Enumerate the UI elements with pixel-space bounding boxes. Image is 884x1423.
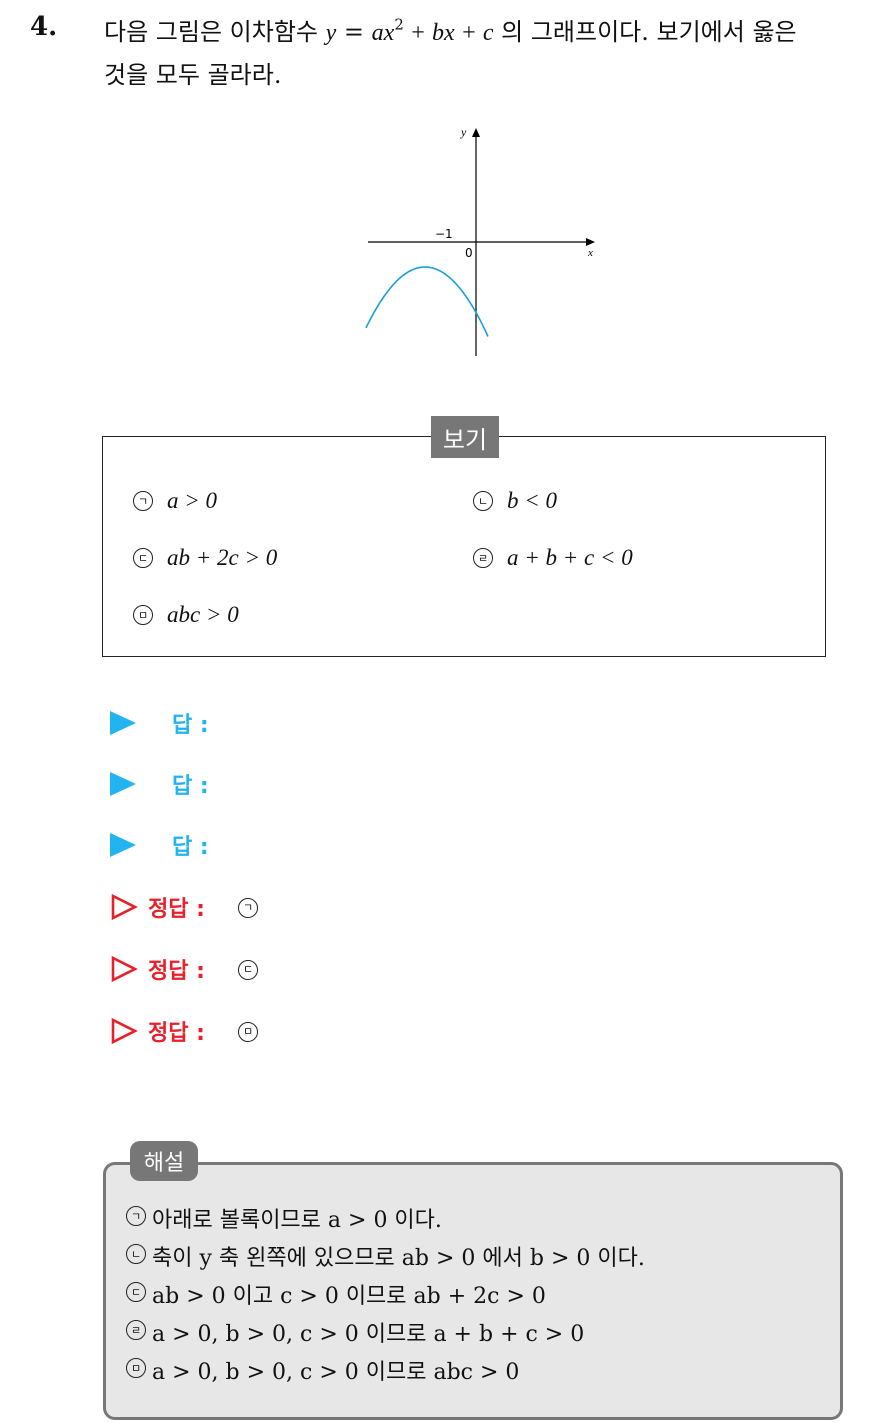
answer-label: 답 :: [172, 774, 209, 799]
x-axis-label: x: [587, 247, 593, 259]
question-text-before: 다음 그림은 이차함수: [104, 18, 318, 46]
solution-line: ㄹ a > 0, b > 0, c > 0 이므로 a + b + c > 0: [126, 1316, 584, 1348]
x-axis-arrow: [586, 238, 595, 246]
answer-label: 답 :: [172, 835, 209, 860]
y-axis-label: y: [460, 125, 467, 139]
option-text: abc > 0: [167, 602, 239, 627]
option-mark: ㄹ: [473, 548, 493, 568]
equation-rest: + bx + c: [403, 20, 494, 46]
solution-text: a > 0, b > 0, c > 0 이므로 a + b + c > 0: [152, 1322, 585, 1347]
question-text-after: 의 그래프이다. 보기에서 옳은: [501, 18, 797, 46]
option-4: ㄹ a + b + c < 0: [473, 545, 633, 571]
triangle-bullet-icon: [110, 772, 136, 796]
solution-text: 아래로 볼록이므로 a > 0 이다.: [152, 1208, 442, 1233]
solution-box: [103, 1162, 843, 1420]
option-text: a + b + c < 0: [507, 545, 633, 570]
solution-text: ab > 0 이고 c > 0 이므로 ab + 2c > 0: [152, 1284, 546, 1309]
correct-label: 정답 :: [148, 959, 205, 984]
correct-answer-row: 정답 : ㄱ: [110, 890, 258, 924]
parabola-curve: [365, 266, 489, 337]
option-1: ㄱ a > 0: [133, 488, 217, 514]
option-5: ㅁ abc > 0: [133, 602, 239, 628]
question-text-line1: 다음 그림은 이차함수 y = ax2 + bx + c 의 그래프이다. 보기…: [104, 12, 797, 47]
option-mark: ㄷ: [133, 548, 153, 568]
parabola-graph: y x 0 −1: [365, 125, 595, 356]
answer-row: 답 :: [110, 828, 209, 862]
option-mark: ㅁ: [133, 605, 153, 625]
y-axis-arrow: [472, 128, 480, 137]
outline-triangle-icon: [111, 955, 138, 983]
answer-row: 답 :: [110, 767, 209, 801]
solution-mark: ㄷ: [126, 1282, 146, 1302]
solution-mark: ㅁ: [126, 1358, 146, 1378]
equation-exponent: 2: [394, 15, 404, 34]
option-text: b < 0: [507, 488, 558, 513]
solution-title: 해설: [130, 1141, 198, 1181]
solution-mark: ㄹ: [126, 1320, 146, 1340]
outline-triangle-icon: [111, 893, 138, 921]
solution-mark: ㄱ: [126, 1206, 146, 1226]
bogi-title: 보기: [431, 416, 499, 458]
option-3: ㄷ ab + 2c > 0: [133, 545, 277, 571]
correct-label: 정답 :: [148, 897, 205, 922]
triangle-bullet-icon: [110, 711, 136, 735]
origin-label: 0: [465, 246, 473, 260]
root-label: −1: [435, 227, 453, 241]
correct-mark: ㅁ: [238, 1021, 258, 1042]
answer-label: 답 :: [172, 713, 209, 738]
answer-row: 답 :: [110, 706, 209, 740]
option-mark: ㄴ: [473, 491, 493, 511]
correct-label: 정답 :: [148, 1021, 205, 1046]
correct-answer-row: 정답 : ㄷ: [110, 952, 258, 986]
equation-ax: ax: [371, 20, 395, 46]
option-text: ab + 2c > 0: [167, 545, 278, 570]
correct-answer-row: 정답 : ㅁ: [110, 1014, 258, 1048]
correct-mark: ㄱ: [238, 897, 258, 918]
option-mark: ㄱ: [133, 491, 153, 511]
equation-eq: =: [336, 18, 372, 46]
solution-line: ㄱ 아래로 볼록이므로 a > 0 이다.: [126, 1202, 442, 1234]
solution-mark: ㄴ: [126, 1244, 146, 1264]
equation-y: y: [325, 20, 337, 46]
solution-line: ㅁ a > 0, b > 0, c > 0 이므로 abc > 0: [126, 1354, 519, 1386]
option-text: a > 0: [167, 488, 218, 513]
outline-triangle-icon: [111, 1017, 138, 1045]
question-number: 4.: [30, 12, 58, 42]
question-text-line2: 것을 모두 골라라.: [104, 61, 282, 89]
solution-text: a > 0, b > 0, c > 0 이므로 abc > 0: [152, 1360, 520, 1385]
option-2: ㄴ b < 0: [473, 488, 557, 514]
correct-mark: ㄷ: [238, 959, 258, 980]
solution-text: 축이 y 축 왼쪽에 있으므로 ab > 0 에서 b > 0 이다.: [152, 1246, 645, 1271]
solution-line: ㄷ ab > 0 이고 c > 0 이므로 ab + 2c > 0: [126, 1278, 546, 1310]
solution-line: ㄴ 축이 y 축 왼쪽에 있으므로 ab > 0 에서 b > 0 이다.: [126, 1240, 645, 1272]
triangle-bullet-icon: [110, 833, 136, 857]
